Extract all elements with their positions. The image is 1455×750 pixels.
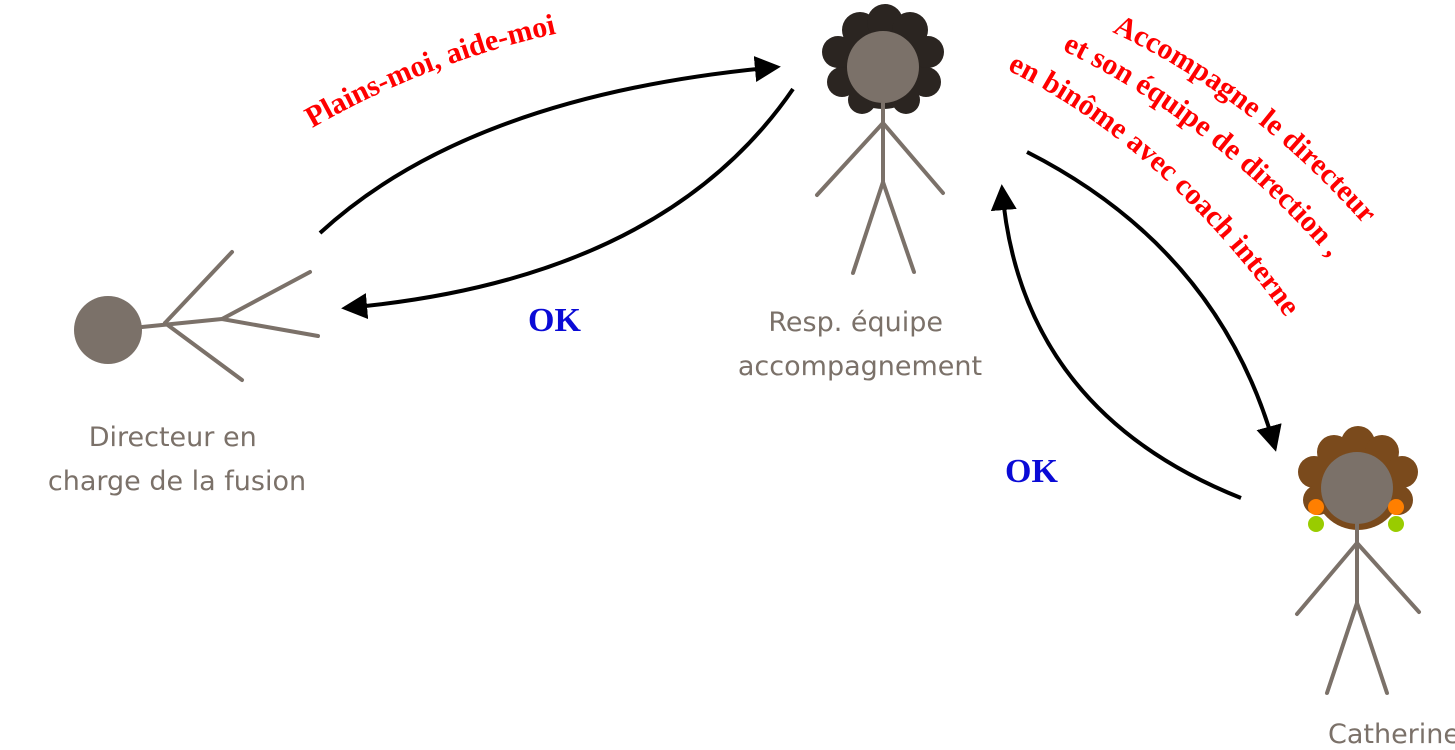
catherine-leg-left — [1325, 601, 1359, 695]
director-leg-upper — [220, 270, 312, 321]
team-lead-arm-right — [881, 121, 945, 195]
arrow-director-to-team — [318, 56, 781, 235]
message-ok-to-director: OK — [528, 302, 581, 339]
director-arm-lower — [163, 321, 244, 382]
team-lead-figure — [815, 4, 945, 275]
catherine-head — [1321, 452, 1393, 524]
earring-left-bottom-icon — [1308, 516, 1324, 532]
team-lead-leg-left — [851, 180, 885, 275]
catherine-arm-right — [1355, 541, 1421, 614]
team-lead-label: Resp. équipe accompagnement — [738, 307, 982, 382]
director-leg-lower — [220, 317, 320, 338]
earring-right-bottom-icon — [1388, 516, 1404, 532]
director-torso — [140, 317, 224, 329]
director-label: Directeur en charge de la fusion — [48, 422, 306, 497]
arrow-team-to-director — [341, 87, 795, 319]
director-arm-upper — [163, 250, 234, 325]
director-figure — [74, 250, 320, 382]
earring-right-top-icon — [1388, 499, 1404, 515]
catherine-leg-right — [1355, 601, 1389, 695]
message-assignment-line-1: Accompagne le directeur — [1109, 9, 1383, 230]
team-lead-arm-left — [815, 121, 885, 197]
message-ok-to-team: OK — [1005, 453, 1058, 490]
director-head — [74, 296, 142, 364]
team-lead-leg-right — [881, 180, 916, 274]
catherine-figure — [1295, 426, 1421, 695]
arrow-team-to-catherine — [1026, 150, 1282, 452]
team-lead-head — [847, 31, 919, 103]
catherine-arm-left — [1295, 541, 1359, 616]
message-request-help: Plains-moi, aide-moi — [299, 8, 558, 134]
catherine-label: Catherine — [1328, 719, 1455, 750]
arrow-catherine-to-team — [990, 184, 1242, 500]
message-assignment: Accompagne le directeur et son équipe de… — [1004, 9, 1383, 322]
earring-left-top-icon — [1308, 499, 1324, 515]
